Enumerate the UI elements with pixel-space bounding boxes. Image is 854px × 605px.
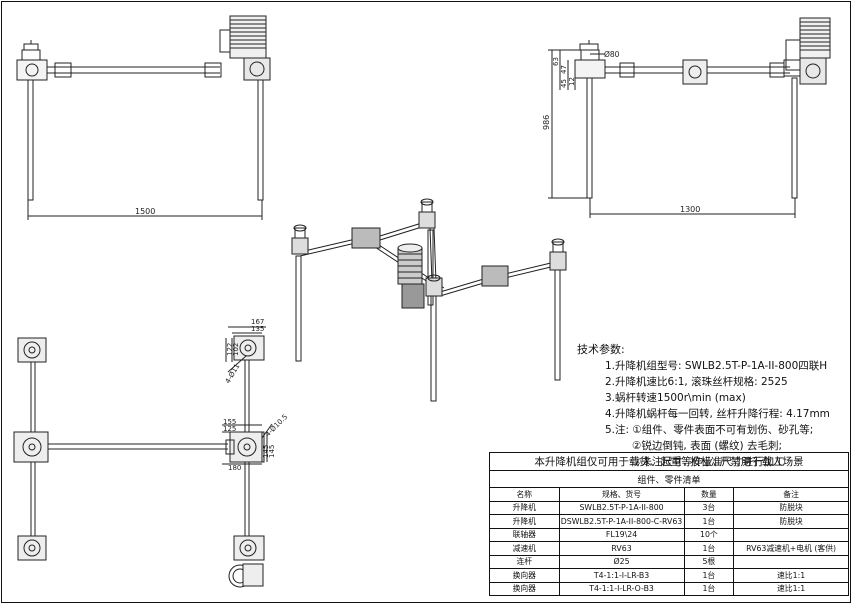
dim-45: 45 [560,79,568,88]
tech-heading: 技术参数: [577,343,625,356]
bom-cell: T4-1:1-I-LR-B3 [558,568,685,583]
dim-d80: Ø80 [604,50,620,59]
bom-warning: 本升降机组仅可用于载货、起重等作业, 严禁用于载人场景 [489,452,849,471]
dim-1500: 1500 [135,207,155,216]
bom-cell: 联轴器 [489,527,560,542]
table-row: 减速机 RV63 1台 RV63减速机+电机 (客供) [489,541,849,556]
bom-header-row: 名称 规格、货号 数量 备注 [489,487,849,502]
dim-102: 102 [232,343,240,356]
tech-item: 1.升降机组型号: SWLB2.5T-P-1A-II-800四联H [605,360,828,372]
bom-cell: 换向器 [489,568,560,583]
dim-hole-mid: 4-Ø10.5 [264,413,290,439]
bom-cell: 防脱块 [733,500,849,515]
iso-jack-2 [418,198,436,229]
jack-right-a [574,40,606,79]
tech-item: 2.升降机速比6:1, 滚珠丝杆规格: 2525 [605,376,788,388]
bom-cell: 升降机 [489,514,560,529]
bom-title: 组件、零件清单 [489,470,849,488]
plan-jack-rm [225,431,265,463]
table-row: 升降机 DSWLB2.5T-P-1A-II-800-C-RV63 1台 防脱块 [489,514,849,529]
motor-right [783,17,831,85]
bom-header-cell: 数量 [683,487,735,502]
bom-cell: RV63减速机+电机 (客供) [733,541,849,556]
jack-left [16,40,48,81]
dim-hole-top: 4-Ø11 [224,362,242,385]
iso-jack-4 [425,274,443,297]
bom-cell: 1台 [683,541,735,556]
front-view-left [16,15,271,220]
iso-jack-1 [291,224,309,255]
plan-jack-rb [233,535,265,561]
dim-135: 135 [251,325,264,333]
tech-sub-item: ②锐边倒钝, 表面 (螺纹) 去毛刺; [632,440,782,452]
plan-view [13,326,273,588]
tech-item: 4.升降机蜗杆每一回转, 丝杆升降行程: 4.17mm [605,408,830,420]
bom-header-cell: 规格、货号 [558,487,685,502]
iso-jack-3 [549,238,567,271]
bom-header-cell: 备注 [733,487,849,502]
dim-986: 986 [542,115,551,130]
bom-cell: 1台 [683,514,735,529]
dim-167: 167 [251,318,264,326]
bom-cell: 3台 [683,500,735,515]
bom-cell: 5根 [683,554,735,569]
dim-122: 122 [226,343,234,356]
dim-12: 12 [568,77,576,86]
bom-cell: SWLB2.5T-P-1A-II-800 [558,500,685,515]
bom-cell: FL19\24 [558,527,685,542]
bom-cell: RV63 [558,541,685,556]
dim-125: 125 [223,425,236,433]
table-row: 换向器 T4-1:1-I-LR-B3 1台 速比1:1 [489,568,849,583]
table-row: 升降机 SWLB2.5T-P-1A-II-800 3台 防脱块 [489,500,849,515]
bom-table: 本升降机组仅可用于载货、起重等作业, 严禁用于载人场景 组件、零件清单 名称 规… [489,452,849,596]
bom-cell: Ø25 [558,554,685,569]
bom-cell: 连杆 [489,554,560,569]
tech-params: 技术参数: 1.升降机组型号: SWLB2.5T-P-1A-II-800四联H … [577,342,847,470]
bom-cell [733,527,849,542]
dim-63: 63 [552,57,560,66]
motor-left [219,15,271,81]
bom-cell: 速比1:1 [733,581,849,596]
dim-180: 180 [228,464,241,472]
bom-cell: 速比1:1 [733,568,849,583]
tech-item: 5.注: ①组件、零件表面不可有划伤、砂孔等; [605,424,814,436]
dim-47: 47 [560,65,568,74]
plan-jack-lb [17,535,47,561]
front-view-right [548,17,831,218]
bom-cell [733,554,849,569]
table-row: 连杆 Ø25 5根 [489,554,849,569]
bom-cell: 1台 [683,568,735,583]
dim-155: 155 [223,418,236,426]
bom-cell: 减速机 [489,541,560,556]
bom-cell: DSWLB2.5T-P-1A-II-800-C-RV63 [558,514,685,529]
table-row: 换向器 T4-1:1-I-LR-O-B3 1台 速比1:1 [489,581,849,596]
plan-motor [228,563,264,588]
bom-cell: 防脱块 [733,514,849,529]
isometric-view [291,198,567,402]
plan-jack-lt [17,337,47,363]
bom-cell: T4-1:1-I-LR-O-B3 [558,581,685,596]
dim-1300: 1300 [680,205,700,214]
plan-jack-lm [13,431,49,463]
bom-cell: 1台 [683,581,735,596]
table-row: 联轴器 FL19\24 10个 [489,527,849,542]
bom-header-cell: 名称 [489,487,560,502]
dim-145a: 145 [262,445,270,458]
iso-motor [397,243,425,309]
bom-cell: 10个 [683,527,735,542]
plan-jack-rt [233,335,265,361]
tech-item: 3.蜗杆转速1500r\min (max) [605,392,746,404]
dim-145b: 145 [268,445,276,458]
bom-cell: 升降机 [489,500,560,515]
bom-cell: 换向器 [489,581,560,596]
